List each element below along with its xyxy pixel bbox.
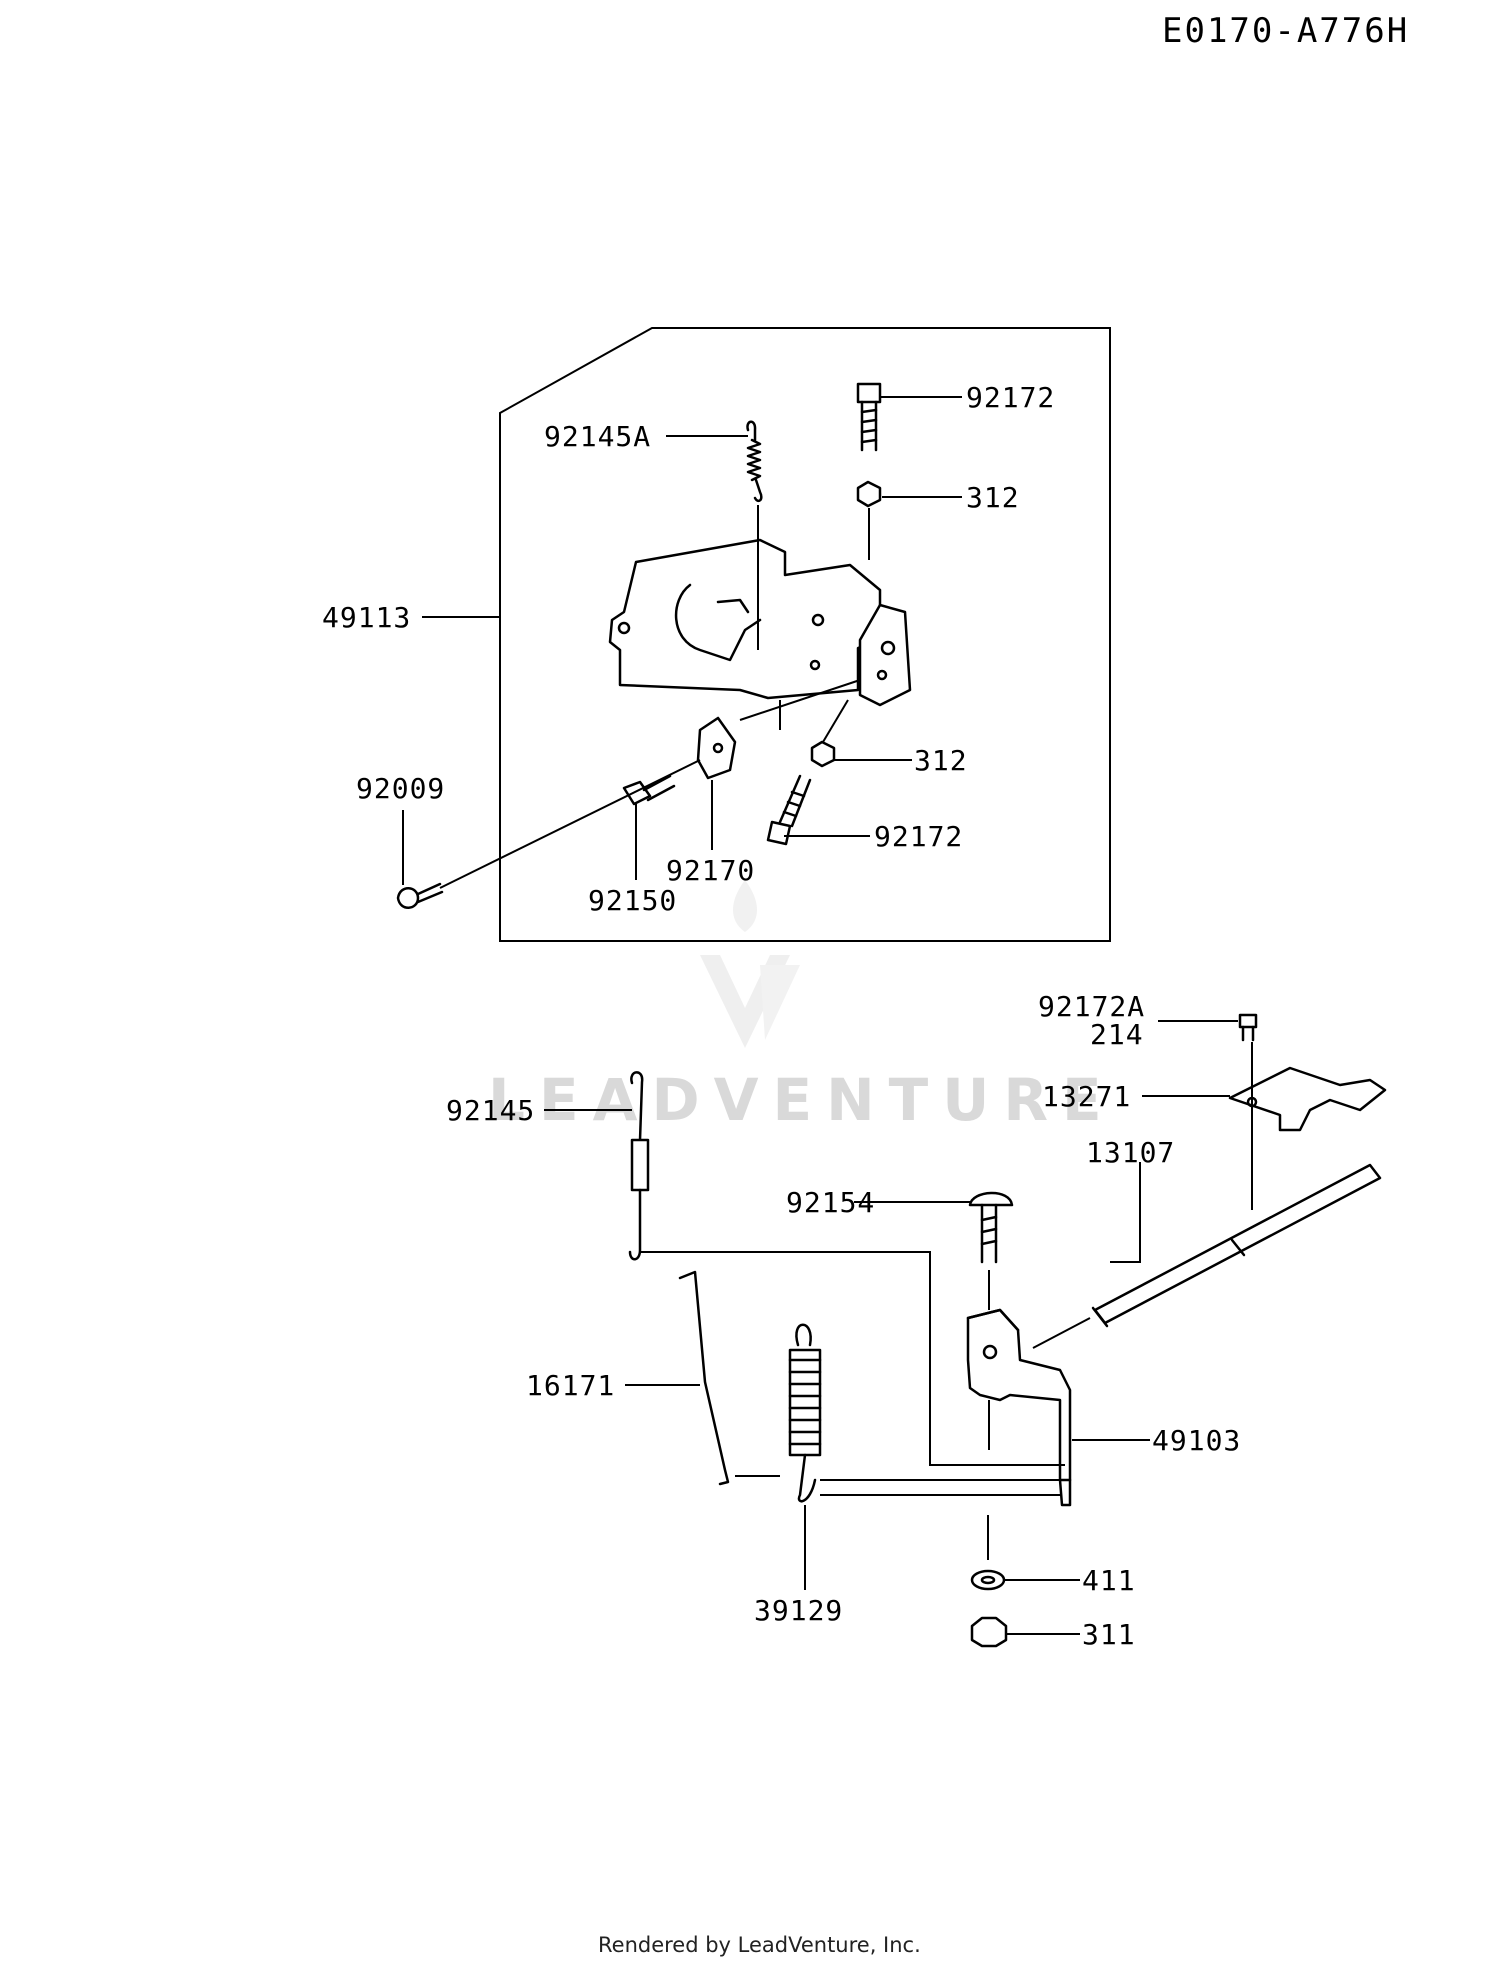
callout-13271: 13271 [1042,1080,1131,1113]
washer-411 [970,1569,1006,1591]
watermark-text: LEADVENTURE [488,1066,1116,1134]
callout-92172-low: 92172 [874,820,963,853]
lever-bracket [858,603,912,707]
nut-311 [970,1616,1008,1648]
spring-39129 [788,1323,822,1503]
nut-312-mid-axis [822,699,849,743]
screw-92009-axis [439,759,701,889]
bolt-92172a [1238,1013,1258,1042]
callout-92009: 92009 [356,772,445,805]
bolt-92150 [622,774,676,806]
rod-16171 [678,1270,730,1486]
callout-16171: 16171 [526,1369,615,1402]
assembly-dash-a [739,679,861,721]
callout-92154: 92154 [786,1186,875,1219]
bolt-92172-top [856,382,882,452]
callout-312-top: 312 [966,481,1020,514]
callout-92172-top: 92172 [966,381,1055,414]
spring-92145a [746,420,763,503]
leader-lines [402,396,1238,1635]
plate-13271 [1228,1066,1387,1132]
callout-92145: 92145 [446,1094,535,1127]
callout-92172a: 92172A [1038,990,1145,1023]
link-bracket-92170 [696,716,737,780]
callout-92150: 92150 [588,884,677,917]
callout-311: 311 [1082,1618,1136,1651]
spring-92145-link-line [640,1251,1065,1466]
callout-49103: 49103 [1152,1424,1241,1457]
nut-312-top [856,480,882,508]
screw-92009 [396,882,444,909]
lever-49103 [966,1308,1072,1507]
bolt-92172-low [766,774,812,846]
diagram-code: E0170-A776H [1162,11,1409,51]
footer-credit: Rendered by LeadVenture, Inc. [598,1933,921,1957]
spring-92145 [628,1071,650,1261]
assembly-49113-boundary [499,327,1111,942]
callout-411: 411 [1082,1564,1136,1597]
bolt-92154 [968,1191,1014,1264]
shaft-axis [1032,1317,1091,1349]
callout-214: 214 [1090,1018,1144,1051]
control-plate-49113 [608,538,882,700]
callout-49113: 49113 [322,601,411,634]
callout-92145a: 92145A [544,420,651,453]
leadventure-watermark-logo [700,880,800,1048]
callout-13107: 13107 [1086,1136,1175,1169]
washer-411-hole [980,1575,996,1585]
spring-39129-line [820,1479,1060,1496]
callout-92170: 92170 [666,854,755,887]
callout-39129: 39129 [754,1594,843,1627]
nut-312-mid [810,740,836,768]
shaft-13107 [1091,1163,1382,1328]
callout-312-mid: 312 [914,744,968,777]
